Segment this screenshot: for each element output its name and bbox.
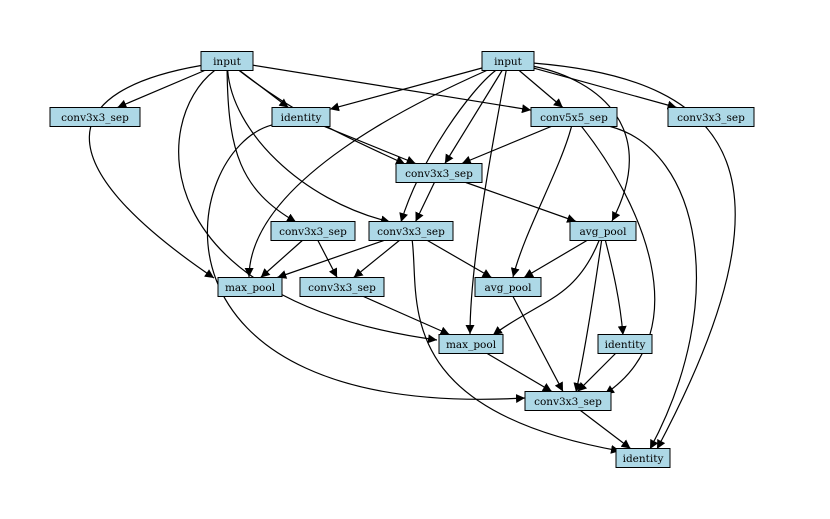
node-label: conv3x3_sep (377, 226, 445, 238)
edge-n4-n16 (206, 124, 526, 403)
node-label: conv3x3_sep (61, 112, 129, 124)
node-box (474, 277, 542, 297)
node-conv3x3-sep-n12: conv3x3_sep (299, 277, 385, 297)
edge-n12-n14 (363, 295, 450, 336)
node-label: conv3x3_sep (308, 282, 376, 294)
node-max-pool-n11: max_pool (217, 277, 283, 297)
edge-n2-n11 (244, 69, 487, 278)
edge-n14-n16 (486, 352, 553, 393)
node-box (270, 221, 356, 241)
node-conv3x3-sep-n16: conv3x3_sep (524, 391, 612, 411)
node-label: max_pool (446, 339, 497, 351)
node-label: conv3x3_sep (405, 168, 473, 180)
edge-n1-n5 (252, 64, 532, 114)
edge-n10-n16 (573, 240, 603, 393)
node-label: conv3x3_sep (677, 112, 745, 124)
node-identity-n15: identity (597, 334, 653, 354)
node-identity-n17: identity (615, 448, 671, 468)
edge-n5-n16 (581, 126, 656, 395)
node-box (667, 107, 755, 127)
node-avg-pool-n10: avg_pool (569, 221, 637, 241)
edge-n1-n11 (88, 64, 215, 279)
edge-n16-n17 (580, 410, 631, 449)
node-label: identity (281, 112, 322, 124)
node-input-n1: input (200, 51, 254, 71)
edge-n1-n14 (178, 70, 438, 344)
node-avg-pool-n13: avg_pool (474, 277, 542, 297)
edge-n2-n4 (329, 67, 483, 112)
node-label: identity (605, 339, 646, 351)
edge-n13-n16 (512, 296, 564, 392)
node-conv3x3-sep-n7: conv3x3_sep (395, 163, 483, 183)
edge-n8-n12 (317, 240, 338, 278)
edge-n1-n3 (117, 69, 205, 109)
edge-n5-n13 (510, 126, 573, 278)
node-label: conv3x3_sep (279, 226, 347, 238)
node-box (597, 334, 653, 354)
edge-n7-n9 (415, 182, 435, 222)
edge-n5-n7 (461, 125, 552, 165)
node-box (299, 277, 385, 297)
node-max-pool-n14: max_pool (438, 334, 504, 354)
edge-n1-n8 (226, 70, 297, 223)
edge-n2-n17 (533, 62, 736, 450)
node-box (271, 107, 331, 127)
node-label: avg_pool (485, 282, 533, 294)
edges-layer (88, 62, 736, 454)
edge-n9-n13 (427, 239, 492, 279)
edge-n8-n11 (260, 240, 303, 278)
node-label: input (213, 56, 242, 68)
edge-n2-n5 (518, 70, 564, 108)
edge-n9-n17 (411, 240, 621, 454)
node-label: input (494, 56, 523, 68)
edge-n2-n6 (533, 67, 677, 110)
node-box (615, 448, 671, 468)
edge-n4-n7 (324, 125, 416, 165)
edge-n10-n13 (523, 239, 588, 279)
node-conv3x3-sep-n6: conv3x3_sep (667, 107, 755, 127)
edge-n2-n14 (465, 70, 507, 335)
node-identity-n4: identity (271, 107, 331, 127)
node-label: identity (623, 453, 664, 465)
node-label: conv3x3_sep (534, 396, 602, 408)
edge-n15-n16 (577, 353, 616, 392)
edge-n7-n10 (465, 181, 577, 223)
node-box (49, 107, 141, 127)
node-conv3x3-sep-n9: conv3x3_sep (368, 221, 454, 241)
node-box (481, 51, 535, 71)
node-conv3x3-sep-n8: conv3x3_sep (270, 221, 356, 241)
node-box (524, 391, 612, 411)
edge-n9-n12 (353, 240, 400, 278)
node-box (438, 334, 504, 354)
node-input-n2: input (481, 51, 535, 71)
node-label: avg_pool (580, 226, 628, 238)
edge-n9-n11 (277, 239, 384, 279)
node-box (217, 277, 283, 297)
edge-n2-n9 (399, 70, 496, 223)
edge-n2-n10 (533, 65, 630, 222)
node-box (395, 163, 483, 183)
node-box (569, 221, 637, 241)
node-label: max_pool (225, 282, 276, 294)
edge-n10-n15 (604, 240, 627, 336)
nodes-layer: input input conv3x3_sep identity conv5x5_sep… (49, 51, 755, 468)
node-conv5x5-sep-n5: conv5x5_sep (530, 107, 618, 127)
node-box (368, 221, 454, 241)
edge-n5-n17 (610, 125, 697, 450)
edge-n10-n14 (492, 240, 600, 336)
node-conv3x3-sep-n3: conv3x3_sep (49, 107, 141, 127)
edge-n1-n9 (227, 70, 391, 225)
node-box (530, 107, 618, 127)
edge-n2-n7 (444, 70, 503, 164)
node-box (200, 51, 254, 71)
node-label: conv5x5_sep (540, 112, 608, 124)
